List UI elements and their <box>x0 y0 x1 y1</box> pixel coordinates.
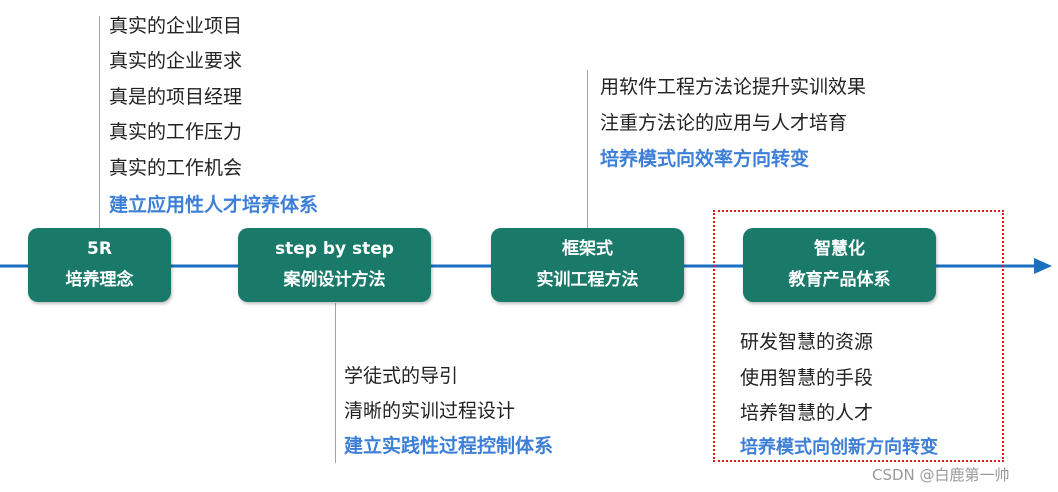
note-text: 真实的企业要求 <box>109 50 243 72</box>
note-highlight: 建立实践性过程控制体系 <box>344 435 554 457</box>
stage-subtitle: 实训工程方法 <box>536 270 639 290</box>
note-highlight: 培养模式向创新方向转变 <box>740 437 938 458</box>
note-text: 真是的项目经理 <box>109 86 243 108</box>
note-highlight: 建立应用性人才培养体系 <box>109 194 319 216</box>
connector-line-3 <box>587 70 588 228</box>
note-text: 清晰的实训过程设计 <box>344 400 516 422</box>
note-text: 使用智慧的手段 <box>740 367 874 389</box>
stage-subtitle: 案例设计方法 <box>283 270 386 290</box>
stage-box-step-by-step: step by step 案例设计方法 <box>238 228 431 302</box>
note-text: 研发智慧的资源 <box>740 331 874 353</box>
note-text: 学徒式的导引 <box>344 365 459 387</box>
stage-box-framework: 框架式 实训工程方法 <box>491 228 684 302</box>
stage-box-5r: 5R 培养理念 <box>28 228 171 302</box>
highlight-frame <box>713 210 1004 462</box>
note-text: 注重方法论的应用与人才培育 <box>600 112 848 134</box>
note-text: 真实的工作压力 <box>109 121 243 143</box>
stage-box-smart: 智慧化 教育产品体系 <box>743 228 936 302</box>
connector-line-1 <box>99 16 100 228</box>
note-text: 用软件工程方法论提升实训效果 <box>600 76 867 98</box>
note-text: 培养智慧的人才 <box>740 402 874 424</box>
note-text: 真实的企业项目 <box>109 15 243 37</box>
note-text: 真实的工作机会 <box>109 157 243 179</box>
watermark: CSDN @白鹿第一帅 <box>872 466 1010 484</box>
stage-title: step by step <box>275 239 394 259</box>
stage-subtitle: 培养理念 <box>65 270 134 290</box>
stage-title: 框架式 <box>562 239 613 259</box>
stage-subtitle: 教育产品体系 <box>788 270 891 290</box>
stage-title: 智慧化 <box>814 239 865 259</box>
stage-title: 5R <box>87 239 112 259</box>
connector-line-2 <box>335 303 336 463</box>
note-highlight: 培养模式向效率方向转变 <box>600 148 810 170</box>
